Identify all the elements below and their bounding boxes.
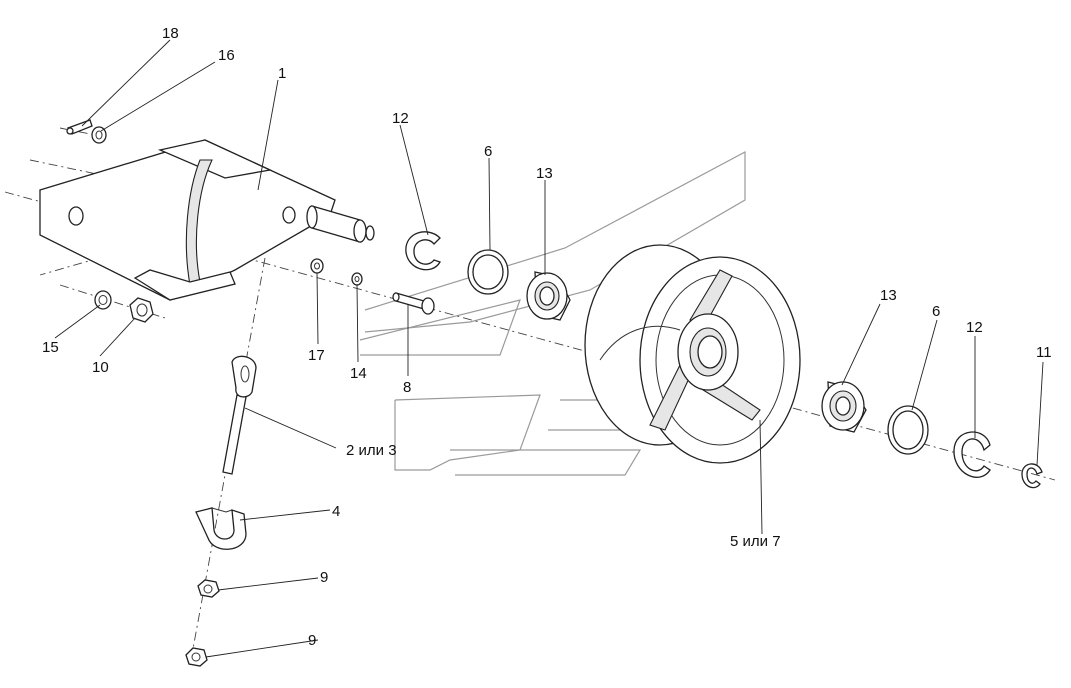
label-17: 17 <box>308 347 325 364</box>
part-2-eye-bolt <box>222 355 257 475</box>
callout-labels: 18 16 1 12 6 13 15 10 17 14 8 2 или 3 4 … <box>42 25 1052 649</box>
label-5-or-7: 5 или 7 <box>730 533 781 550</box>
part-11-circlip <box>1021 463 1043 489</box>
part-1-bracket <box>39 139 375 301</box>
label-2-or-3: 2 или 3 <box>346 442 397 459</box>
label-16: 16 <box>218 47 235 64</box>
part-13-bearing-right <box>821 381 867 433</box>
part-12-snap-ring-right <box>953 431 991 478</box>
label-9-lower: 9 <box>308 632 316 649</box>
part-9-nut-upper <box>197 579 220 598</box>
part-4-clip <box>195 507 247 550</box>
part-17-washer <box>310 258 324 274</box>
label-14: 14 <box>350 365 367 382</box>
label-8: 8 <box>403 379 411 396</box>
label-6-right: 6 <box>932 303 940 320</box>
part-14-washer <box>351 272 363 286</box>
label-10: 10 <box>92 359 109 376</box>
label-15: 15 <box>42 339 59 356</box>
part-8-bolt <box>392 292 435 315</box>
part-6-ring-left <box>467 249 509 295</box>
part-15-washer <box>94 290 112 310</box>
label-13-left: 13 <box>536 165 553 182</box>
part-10-nut <box>129 297 154 323</box>
label-18: 18 <box>162 25 179 42</box>
label-1: 1 <box>278 65 286 82</box>
label-6-left: 6 <box>484 143 492 160</box>
part-16-washer <box>91 126 107 144</box>
leader-lines <box>54 39 1044 658</box>
label-9-upper: 9 <box>320 569 328 586</box>
part-13-bearing-left <box>526 271 571 321</box>
part-6-ring-right <box>887 405 929 455</box>
part-9-nut-lower <box>185 647 208 667</box>
label-11: 11 <box>1036 344 1052 361</box>
part-18-cotter-pin <box>66 119 93 135</box>
part-5-pulley-wheel <box>584 244 801 464</box>
label-12-right: 12 <box>966 319 983 336</box>
label-4: 4 <box>332 503 340 520</box>
label-13-right: 13 <box>880 287 897 304</box>
label-12-left: 12 <box>392 110 409 127</box>
part-12-snap-ring-left <box>405 231 441 271</box>
